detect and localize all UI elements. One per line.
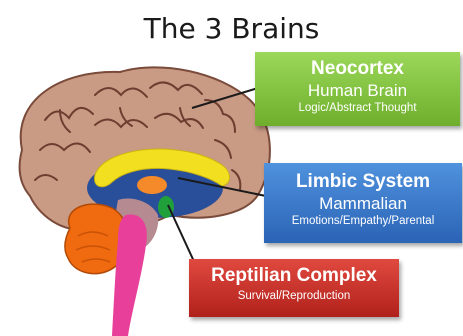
- reptilian-complex-box: Reptilian Complex Survival/Reproduction: [189, 259, 399, 317]
- limbic-description: Emotions/Empathy/Parental: [264, 214, 462, 229]
- reptilian-description: Survival/Reproduction: [189, 289, 399, 304]
- neocortex-title: Neocortex: [255, 58, 460, 80]
- neocortex-subtitle: Human Brain: [255, 80, 460, 101]
- thalamus: [137, 176, 167, 194]
- limbic-title: Limbic System: [264, 171, 462, 193]
- neocortex-box: Neocortex Human Brain Logic/Abstract Tho…: [255, 52, 460, 126]
- neocortex-description: Logic/Abstract Thought: [255, 101, 460, 116]
- limbic-system-box: Limbic System Mammalian Emotions/Empathy…: [264, 163, 462, 243]
- reptilian-title: Reptilian Complex: [189, 265, 399, 287]
- limbic-subtitle: Mammalian: [264, 193, 462, 214]
